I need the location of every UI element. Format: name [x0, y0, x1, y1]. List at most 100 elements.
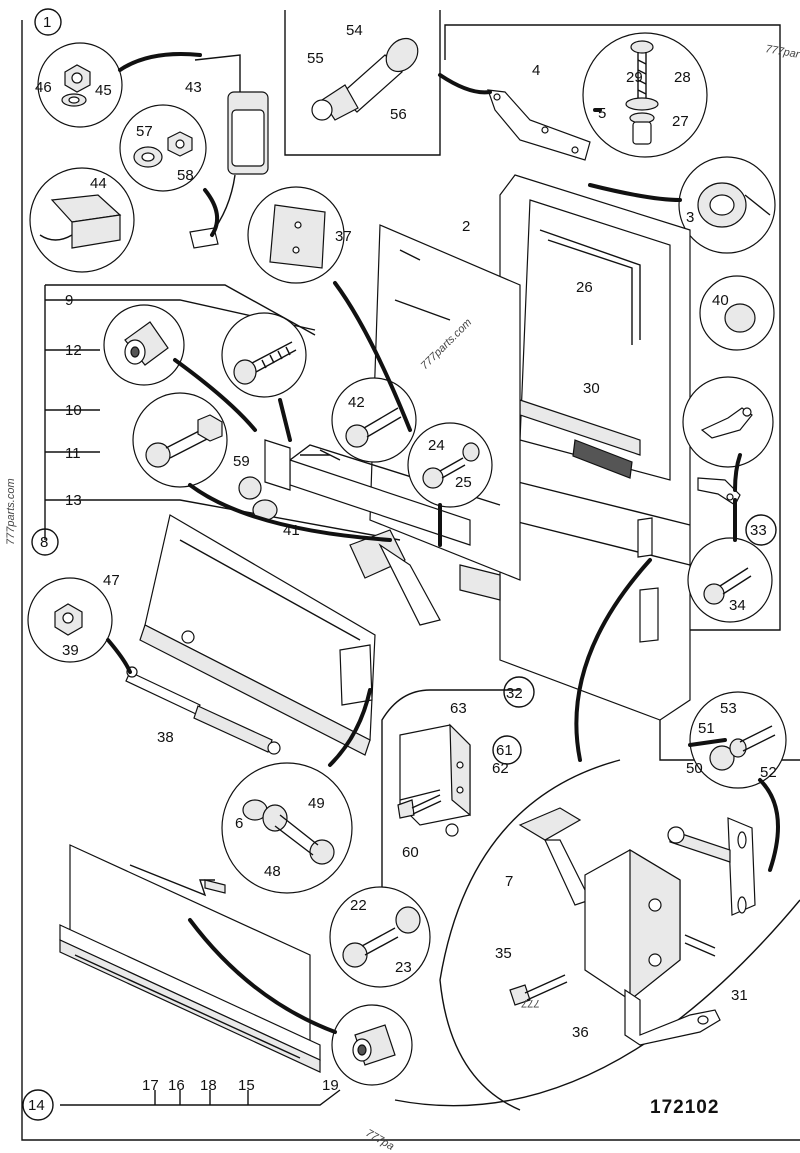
strut-38 [125, 666, 281, 755]
part-label: 18 [200, 1077, 217, 1094]
bubble-57-58 [119, 104, 207, 192]
callout-label: 1 [43, 14, 51, 31]
part-label: 4 [532, 62, 540, 79]
part-label: 27 [672, 113, 689, 130]
part-label: 28 [674, 69, 691, 86]
part-label: 49 [308, 795, 325, 812]
part-label: 19 [322, 1077, 339, 1094]
part-label: 47 [103, 572, 120, 589]
part-label: 61 [496, 742, 513, 759]
bubble-45-46 [37, 42, 123, 128]
hinge-50 [667, 817, 756, 916]
part-label: 34 [729, 597, 746, 614]
drawing-number: 172102 [650, 1097, 719, 1118]
part-labels: 1 8 14 2 3 4 5 6 7 9 10 11 12 13 15 16 1… [22, 8, 777, 1121]
part-label: 43 [185, 79, 202, 96]
bubble-51-53 [689, 691, 787, 789]
part-label: 52 [760, 764, 777, 781]
part-label: 12 [65, 342, 82, 359]
bubble-19 [331, 1004, 413, 1086]
bubble-9 [221, 312, 307, 398]
pin-assembly [311, 37, 419, 121]
part-label: 63 [450, 700, 467, 717]
part-label: 31 [731, 987, 748, 1004]
callout-label: 14 [28, 1097, 45, 1114]
part-label: 30 [583, 380, 600, 397]
part-label: 58 [177, 167, 194, 184]
part-label: 32 [506, 685, 523, 702]
part-label: 41 [283, 522, 300, 539]
part-label: 37 [335, 228, 352, 245]
bubble-12 [103, 304, 185, 386]
part-label: 33 [750, 522, 767, 539]
part-label: 39 [62, 642, 79, 659]
part-label: 35 [495, 945, 512, 962]
part-label: 7 [505, 873, 513, 890]
part-label: 9 [65, 292, 73, 309]
part-label: 2 [462, 218, 470, 235]
part-label: 10 [65, 402, 82, 419]
part-label: 44 [90, 175, 107, 192]
switch-assembly [189, 54, 269, 249]
part-label: 60 [402, 844, 419, 861]
part-label: 59 [233, 453, 250, 470]
hinge-60-63 [397, 723, 471, 837]
door-rail [289, 444, 501, 626]
part-label: 48 [264, 863, 281, 880]
bubble-bolt-29 [582, 32, 708, 158]
part-label: 16 [168, 1077, 185, 1094]
part-label: 5 [598, 105, 606, 122]
bracket-4 [487, 89, 591, 161]
part-label: 40 [712, 292, 729, 309]
part-label: 24 [428, 437, 445, 454]
bubble-3 [678, 156, 776, 254]
watermark: 777pa [364, 1127, 396, 1153]
part-label: 50 [686, 760, 703, 777]
part-label: 56 [390, 106, 407, 123]
part-label: 36 [572, 1024, 589, 1041]
part-label: 11 [65, 445, 81, 462]
part-label: 26 [576, 279, 593, 296]
bubble-22-23 [329, 886, 431, 988]
part-label: 54 [346, 22, 363, 39]
part-label: 38 [157, 729, 174, 746]
bubble-key [682, 376, 774, 468]
part-label: 51 [698, 720, 715, 737]
part-label: 25 [455, 474, 472, 491]
rail-assembly [59, 844, 321, 1073]
bubble-34 [687, 537, 773, 623]
part-label: 57 [136, 123, 153, 140]
part-label: 22 [350, 897, 367, 914]
watermark: 777par [764, 43, 800, 61]
bubble-24-25 [407, 422, 493, 508]
watermark: 777parts.com [5, 478, 17, 545]
part-label: 17 [142, 1077, 159, 1094]
part-label: 55 [307, 50, 324, 67]
tray-47 [139, 514, 376, 756]
part-label: 62 [492, 760, 509, 777]
watermark: 777 [521, 997, 540, 1009]
part-label: 46 [35, 79, 52, 96]
part-label: 3 [686, 209, 694, 226]
part-label: 6 [235, 815, 243, 832]
part-label: 53 [720, 700, 737, 717]
bubble-39 [27, 577, 113, 663]
part-label: 42 [348, 394, 365, 411]
leader-curves [106, 52, 780, 1034]
bubble-10-11 [132, 392, 228, 488]
frame-lines [21, 10, 800, 1141]
bubble-48-49 [221, 762, 353, 894]
bubble-37 [247, 186, 345, 284]
part-label: 29 [626, 69, 643, 86]
bubble-40 [699, 275, 775, 351]
latch-assembly [509, 807, 721, 1046]
part-label: 15 [238, 1077, 255, 1094]
door-frame [499, 174, 691, 721]
part-label: 13 [65, 492, 82, 509]
callout-label: 8 [40, 534, 48, 551]
part-label: 45 [95, 82, 112, 99]
part-label: 23 [395, 959, 412, 976]
part-59-41 [238, 439, 291, 521]
bubble-44 [29, 167, 135, 273]
